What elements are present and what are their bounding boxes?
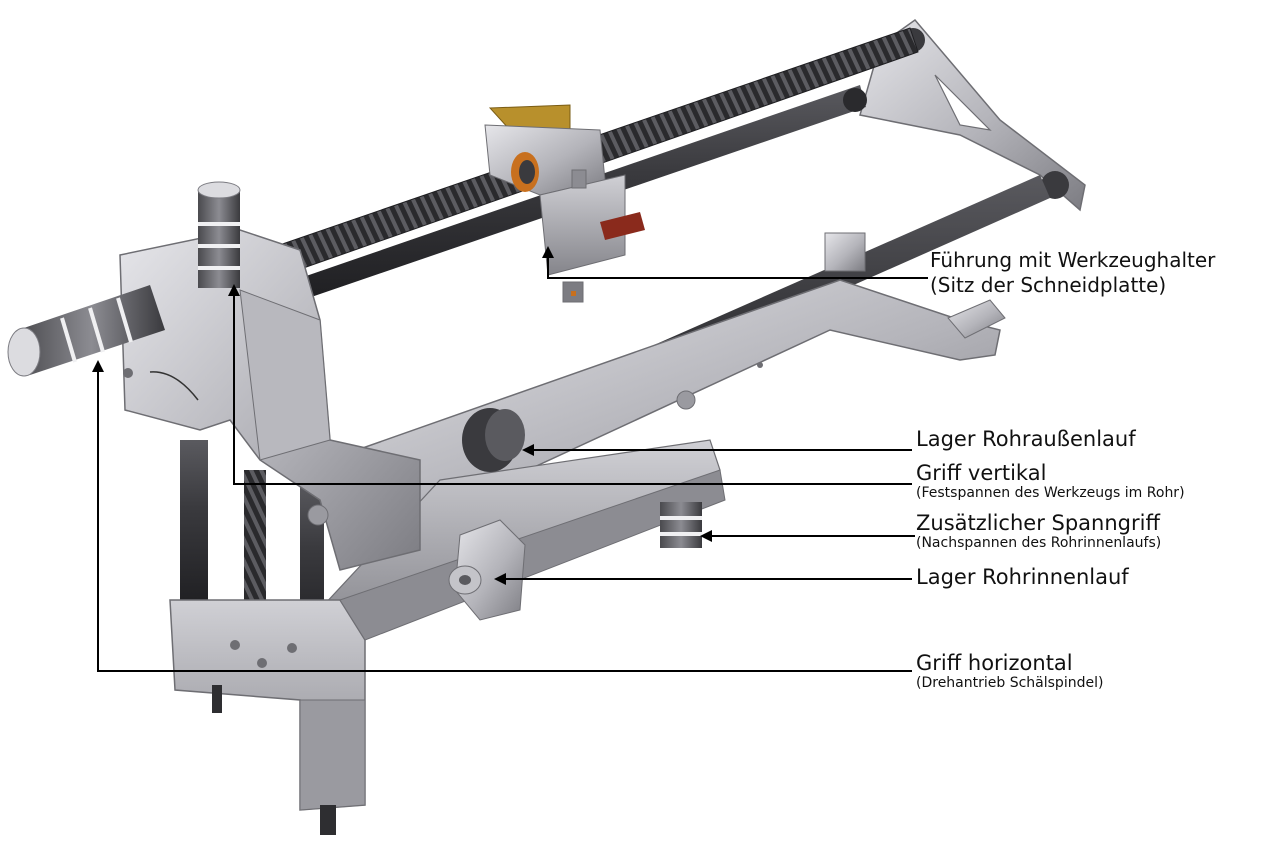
- arrowhead-griff-horizontal: [92, 360, 104, 372]
- vertical-handle: [197, 181, 241, 288]
- callout-subtitle: (Sitz der Schneidplatte): [930, 273, 1167, 297]
- callout-griff-horizontal: Griff horizontal (Drehantrieb Schälspind…: [916, 652, 1103, 691]
- callout-title: Lager Rohraußenlauf: [916, 427, 1136, 451]
- callout-lager-rohraussenlauf: Lager Rohraußenlauf: [916, 428, 1136, 450]
- callout-title: Lager Rohrinnenlauf: [916, 565, 1129, 589]
- callout-griff-vertikal: Griff vertikal (Festspannen des Werkzeug…: [916, 462, 1185, 501]
- callout-title: Zusätzlicher Spanngriff: [916, 511, 1160, 535]
- additional-clamp-handle: [660, 502, 702, 548]
- leader-lines: [97, 250, 928, 672]
- leader-griff-vertikal: [233, 288, 912, 485]
- callout-fuehrung-werkzeughalter: Führung mit Werkzeughalter (Sitz der Sch…: [930, 250, 1215, 296]
- arrowhead-griff-vertikal: [228, 284, 240, 296]
- callout-title: Führung mit Werkzeughalter: [930, 248, 1216, 272]
- callout-subtitle: (Drehantrieb Schälspindel): [916, 675, 1104, 692]
- inner-run-bearing: [448, 519, 526, 621]
- tool-holder-carriage: [484, 104, 645, 303]
- head-block: [119, 229, 421, 571]
- callout-title: Griff horizontal: [916, 651, 1073, 675]
- leader-arrowheads: [92, 246, 712, 585]
- arrowhead-spanngriff: [700, 530, 712, 542]
- callout-subtitle: (Nachspannen des Rohrinnenlaufs): [916, 535, 1162, 552]
- outer-run-bearing: [462, 408, 525, 472]
- leader-fuehrung: [547, 250, 928, 279]
- base-block: [169, 440, 726, 835]
- callout-zusaetzlicher-spanngriff: Zusätzlicher Spanngriff (Nachspannen des…: [916, 512, 1161, 551]
- arrowhead-lager-aussen: [522, 444, 534, 456]
- horizontal-handle: [7, 285, 165, 377]
- leader-griff-horizontal: [97, 365, 912, 672]
- arrowhead-fuehrung: [542, 246, 554, 258]
- callout-title: Griff vertikal: [916, 461, 1047, 485]
- callout-lager-rohrinnenlauf: Lager Rohrinnenlauf: [916, 566, 1129, 588]
- arrowhead-lager-innen: [494, 573, 506, 585]
- callout-subtitle: (Festspannen des Werkzeugs im Rohr): [916, 485, 1185, 502]
